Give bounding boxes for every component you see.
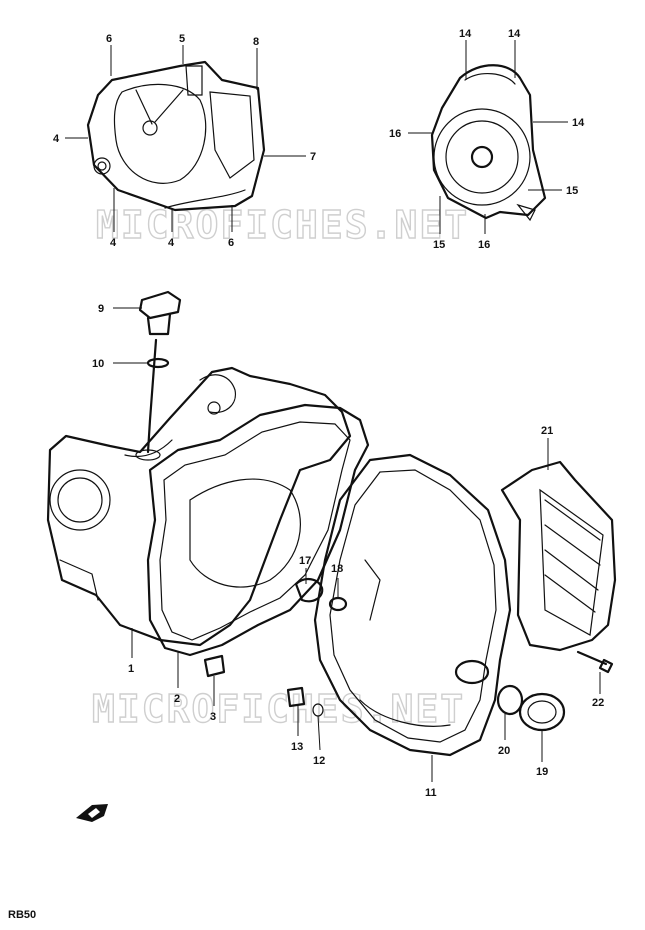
leader-lines: [65, 40, 601, 782]
callout-21: 21: [541, 425, 553, 437]
callout-4: 4: [168, 237, 175, 249]
callout-2: 2: [174, 693, 180, 705]
callout-7: 7: [310, 151, 316, 163]
callout-16: 16: [478, 239, 490, 251]
callout-19: 19: [536, 766, 548, 778]
callout-3: 3: [210, 711, 216, 723]
callout-1: 1: [128, 663, 134, 675]
callout-15: 15: [433, 239, 445, 251]
callout-16: 16: [389, 128, 401, 140]
callout-4: 4: [53, 133, 60, 145]
small-parts: [203, 578, 348, 717]
callout-13: 13: [291, 741, 303, 753]
clutch-cover-inner: [86, 60, 266, 212]
callout-20: 20: [498, 745, 510, 757]
watermark-top: MICROFICHES.NET: [96, 203, 469, 247]
callout-15: 15: [566, 185, 578, 197]
crankcase-gasket: [146, 403, 370, 657]
callout-14: 14: [508, 28, 521, 40]
watermark-bottom: MICROFICHES.NET: [92, 687, 465, 731]
callout-6: 6: [106, 33, 112, 45]
callout-11: 11: [425, 787, 437, 799]
callout-10: 10: [92, 358, 104, 370]
generator-cover: [430, 64, 547, 222]
callout-17: 17: [299, 555, 311, 567]
callout-9: 9: [98, 303, 104, 315]
front-arrow-icon: [76, 804, 108, 822]
crankcase: [46, 366, 352, 647]
plug-and-bolt: [496, 650, 614, 732]
callout-8: 8: [253, 36, 259, 48]
callout-5: 5: [179, 33, 185, 45]
callout-6: 6: [228, 237, 234, 249]
cover-plate: [500, 460, 617, 652]
callout-22: 22: [592, 697, 604, 709]
oil-filler-cap: [135, 290, 182, 461]
model-code: RB50: [8, 909, 36, 921]
callout-14: 14: [459, 28, 472, 40]
callout-18: 18: [331, 563, 343, 575]
crankcase-cover: [313, 453, 512, 757]
callout-12: 12: [313, 755, 325, 767]
callout-4: 4: [110, 237, 117, 249]
callout-labels: 6 5 8 4 7 4 4 6 14 14 14 16 15 15 16 9 1…: [53, 28, 604, 799]
callout-14: 14: [572, 117, 585, 129]
